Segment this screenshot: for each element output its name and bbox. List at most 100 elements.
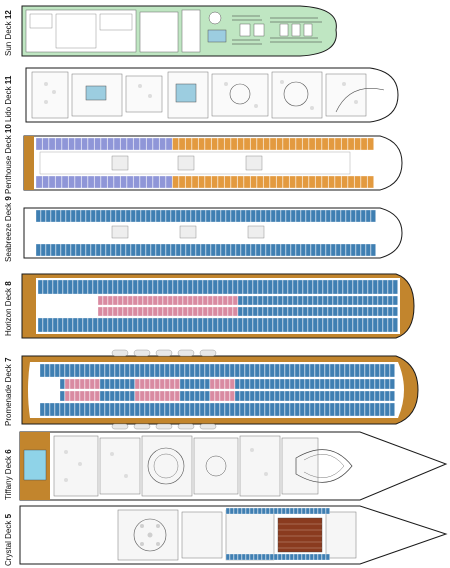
cabin	[80, 243, 86, 257]
cabin	[177, 306, 183, 317]
cabin	[317, 306, 323, 317]
cabin	[194, 363, 200, 378]
cabin	[387, 295, 393, 306]
cabin	[257, 295, 263, 306]
cabin	[217, 279, 223, 295]
cabin	[119, 363, 125, 378]
cabin	[102, 317, 108, 333]
cabin	[287, 306, 293, 317]
cabin	[215, 209, 221, 223]
cabin	[339, 402, 345, 417]
cabin	[360, 209, 366, 223]
cabin	[332, 306, 338, 317]
cabin	[255, 243, 261, 257]
cabin	[299, 378, 305, 390]
cabin	[307, 317, 313, 333]
cabin	[169, 378, 175, 390]
cabin	[64, 378, 70, 390]
cabin	[90, 243, 96, 257]
cabin	[321, 553, 326, 561]
cabin	[282, 175, 290, 189]
cabin	[254, 378, 260, 390]
cabin	[62, 279, 68, 295]
cabin	[312, 279, 318, 295]
cabin	[115, 209, 121, 223]
cabin	[334, 363, 340, 378]
cabin	[370, 209, 376, 223]
cabin	[137, 317, 143, 333]
cabin	[207, 295, 213, 306]
cabin	[146, 175, 153, 189]
cabin	[241, 553, 246, 561]
cabin	[217, 137, 225, 151]
cabin	[114, 363, 120, 378]
cabin	[187, 317, 193, 333]
cabin	[94, 390, 100, 402]
cabin	[107, 175, 114, 189]
cabin	[105, 243, 111, 257]
cabin	[210, 209, 216, 223]
cabin	[237, 553, 242, 561]
cabin	[40, 209, 46, 223]
cabin	[229, 390, 235, 402]
cabin	[322, 306, 328, 317]
cabin	[339, 363, 345, 378]
cabin	[114, 402, 120, 417]
cabin	[142, 295, 148, 306]
cabin	[64, 363, 70, 378]
cabin	[307, 295, 313, 306]
cabin	[349, 363, 355, 378]
cabin	[287, 279, 293, 295]
cabin	[215, 243, 221, 257]
cabin	[262, 317, 268, 333]
crystal-deck-plan	[19, 505, 448, 565]
cabin	[65, 243, 71, 257]
cabin	[192, 306, 198, 317]
cabin	[50, 209, 56, 223]
cabin	[230, 137, 238, 151]
cabin	[267, 295, 273, 306]
cabin	[80, 209, 86, 223]
cabin	[187, 279, 193, 295]
cabin	[285, 243, 291, 257]
cabin	[224, 175, 231, 189]
cabin	[133, 175, 140, 189]
cabin	[99, 378, 105, 390]
cabin	[77, 279, 83, 295]
cabin	[237, 317, 243, 333]
cabin	[245, 209, 251, 223]
cabin	[294, 363, 300, 378]
cabin	[230, 209, 236, 223]
cabin	[275, 209, 281, 223]
cabin	[99, 363, 105, 378]
cabin	[37, 317, 43, 333]
cabin	[370, 243, 376, 257]
cabin	[389, 390, 395, 402]
cabin	[269, 390, 275, 402]
cabin	[324, 363, 330, 378]
cabin	[247, 317, 253, 333]
deck-tiffany-6: Tiffany Deck 6	[0, 428, 450, 504]
cabin	[185, 175, 192, 189]
promenade-deck-plan	[21, 349, 419, 430]
crystal-cabins-starboard	[225, 553, 330, 561]
cabin	[374, 402, 380, 417]
cabin	[100, 175, 108, 189]
cabin	[302, 279, 308, 295]
cabin	[55, 209, 61, 223]
cabin	[113, 137, 121, 151]
cabin	[42, 137, 49, 151]
cabin	[315, 175, 322, 189]
cabin	[89, 378, 95, 390]
cabin	[314, 402, 320, 417]
cabin	[335, 243, 341, 257]
cabin	[325, 243, 331, 257]
cabin	[209, 402, 215, 417]
cabin	[313, 553, 318, 561]
cabin	[269, 175, 277, 189]
cabin	[276, 175, 283, 189]
cabin	[59, 363, 65, 378]
cabin	[308, 175, 316, 189]
cabin	[387, 279, 393, 295]
horizon-cabins-port	[37, 279, 398, 295]
